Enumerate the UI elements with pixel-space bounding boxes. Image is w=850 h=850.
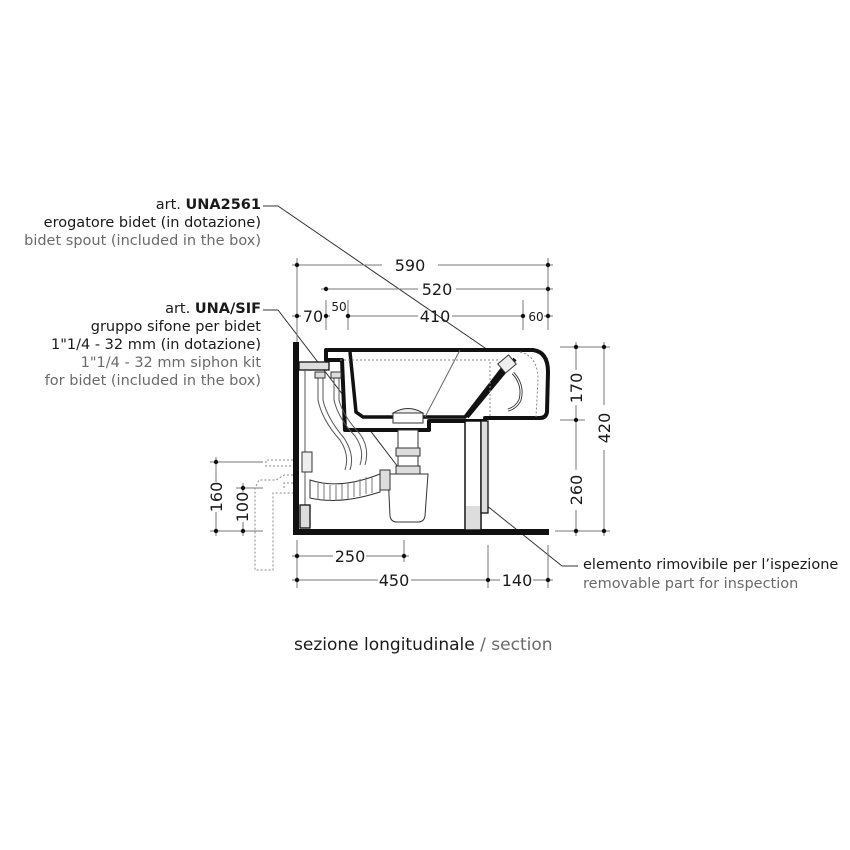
dimension-ticks [213,262,607,583]
caption-separator: / [474,635,492,655]
caption-english: section [491,635,553,655]
siphon-description-en-2: for bidet (included in the box) [44,373,261,389]
dim-410: 410 [420,307,451,326]
spout-description-en: bidet spout (included in the box) [24,233,261,249]
article-code: UNA/SIF [194,301,261,317]
dim-450: 450 [379,571,410,590]
article-prefix: art. [155,197,181,213]
dim-520: 520 [422,280,453,299]
siphon-description-it-2: 1"1/4 - 32 mm (in dotazione) [50,337,261,353]
spout-description-it: erogatore bidet (in dotazione) [43,215,261,231]
article-code: UNA2561 [185,197,262,213]
inspection-description-en: removable part for inspection [583,576,799,592]
dim-60: 60 [528,310,543,324]
dim-140: 140 [502,571,533,590]
spout-article: art. UNA2561 [156,196,261,214]
external-pipe [254,459,293,571]
siphon-assembly [301,371,429,523]
leader-inspection [485,504,578,567]
dimension-labels: 590 520 70 50 410 60 170 260 420 250 450… [207,256,614,590]
siphon-description-en-1: 1"1/4 - 32 mm siphon kit [80,355,261,371]
bidet-body [324,348,550,432]
wall-bracket [298,361,330,529]
wall-floor [293,342,549,535]
dim-50: 50 [331,300,346,314]
article-prefix: art. [165,301,191,317]
dim-70: 70 [303,307,323,326]
leader-spout [263,205,521,373]
dim-590: 590 [395,256,426,275]
dim-250: 250 [335,547,366,566]
inspection-description-it: elemento rimovibile per l’ispezione [583,557,839,573]
dim-420: 420 [595,413,614,444]
dim-260: 260 [567,475,586,506]
caption-italian: sezione longitudinale [294,635,475,655]
removable-inspection-part[interactable] [464,420,489,531]
siphon-article: art. UNA/SIF [165,300,261,318]
siphon-description-it-1: gruppo sifone per bidet [90,319,261,335]
dim-160: 160 [207,482,226,513]
section-caption: sezione longitudinale / section [294,634,553,656]
dim-170: 170 [567,373,586,404]
dim-100: 100 [233,492,252,523]
